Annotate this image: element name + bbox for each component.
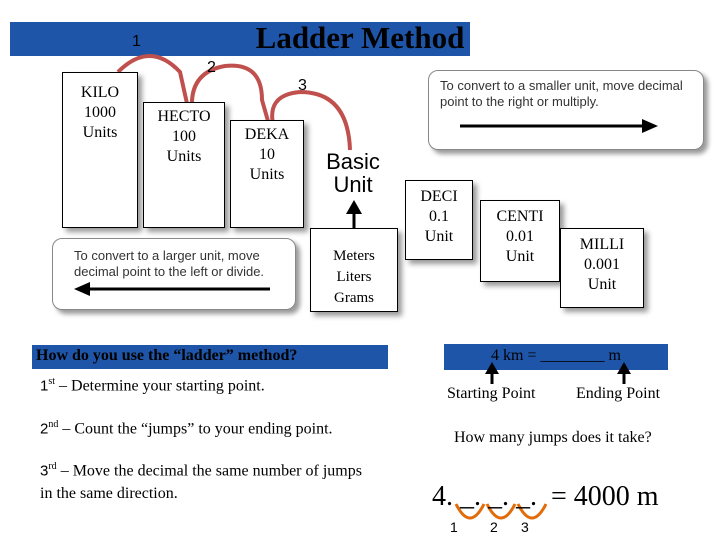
- arc-hecto-to-deka: [189, 63, 272, 129]
- instruction-1-suffix: st: [48, 376, 56, 387]
- kilo-value: 1000: [84, 104, 116, 121]
- question-bar: [32, 345, 388, 369]
- starting-point-label: Starting Point: [447, 385, 536, 402]
- milli-unit: Unit: [587, 276, 617, 293]
- instruction-3-text: – Move the decimal the same number of ju…: [40, 462, 362, 502]
- deka-name: DEKA: [244, 126, 290, 143]
- basic-unit-line1: Basic: [326, 149, 380, 174]
- arc-kilo-to-hecto: [116, 54, 190, 109]
- instruction-2: 2nd – Count the “jumps” to your ending p…: [40, 418, 380, 440]
- instruction-2-suffix: nd: [48, 419, 59, 430]
- basic-unit-label: Basic Unit: [314, 150, 392, 196]
- step-hecto: HECTO 100 Units: [143, 102, 225, 228]
- basic-unit-box: [310, 228, 398, 312]
- centi-value: 0.01: [505, 228, 534, 245]
- note-smaller-text: To convert to a smaller unit, move decim…: [440, 78, 683, 109]
- answer-jump-number-2: 2: [490, 519, 498, 535]
- instruction-3-ordinal: 3: [40, 462, 49, 480]
- step-centi: CENTI 0.01 Unit: [480, 200, 560, 282]
- instruction-3: 3rd – Move the decimal the same number o…: [40, 460, 370, 505]
- question-text: How do you use the “ladder” method?: [36, 347, 298, 364]
- answer-jump-number-1: 1: [450, 519, 458, 535]
- step-kilo: KILO 1000 Units: [62, 72, 138, 228]
- answer-jump-3: [516, 503, 548, 520]
- milli-value: 0.001: [584, 256, 620, 273]
- note-larger-text: To convert to a larger unit, move decima…: [74, 248, 265, 279]
- basic-examples: Meters Liters Grams: [310, 246, 398, 309]
- example-liters: Liters: [336, 269, 372, 285]
- centi-unit: Unit: [505, 248, 535, 265]
- arc-deka-to-basic: [270, 89, 352, 151]
- example-grams: Grams: [334, 290, 374, 306]
- answer-jump-1: [454, 503, 486, 520]
- hecto-value: 100: [171, 128, 196, 145]
- instruction-2-ordinal: 2: [40, 420, 49, 438]
- example-problem-bar: [444, 344, 668, 370]
- deci-value: 0.1: [428, 208, 449, 225]
- page-title: Ladder Method: [255, 20, 465, 55]
- instruction-3-suffix: rd: [48, 461, 57, 472]
- answer-jump-2: [485, 503, 517, 520]
- step-deci: DECI 0.1 Unit: [405, 180, 473, 260]
- step-deka: DEKA 10 Units: [230, 120, 304, 228]
- basic-unit-line2: Unit: [333, 172, 373, 198]
- arrow-left-icon: [74, 282, 270, 296]
- instruction-1-ordinal: 1: [40, 377, 49, 395]
- example-problem: 4 km = ________ m: [491, 347, 621, 364]
- jump-label-2: 2: [207, 59, 216, 76]
- jumps-question: How many jumps does it take?: [454, 429, 652, 446]
- note-larger-unit: [52, 238, 296, 310]
- title-bar: [10, 22, 470, 56]
- instruction-1: 1st – Determine your starting point.: [40, 375, 380, 397]
- instruction-1-text: – Determine your starting point.: [55, 377, 265, 395]
- deci-name: DECI: [420, 188, 458, 205]
- step-milli: MILLI 0.001 Unit: [560, 228, 644, 308]
- jump-label-1: 1: [132, 33, 141, 50]
- hecto-unit: Units: [166, 148, 202, 165]
- ending-point-label: Ending Point: [576, 385, 661, 402]
- kilo-name: KILO: [80, 84, 120, 101]
- end-arrow-head: [617, 362, 631, 374]
- deka-value: 10: [259, 146, 275, 163]
- arrow-up-head: [346, 200, 362, 214]
- milli-name: MILLI: [579, 236, 625, 253]
- deka-unit: Units: [249, 166, 285, 183]
- deci-unit: Unit: [424, 228, 454, 245]
- answer-jump-number-3: 3: [521, 519, 529, 535]
- centi-name: CENTI: [496, 208, 544, 225]
- example-meters: Meters: [333, 248, 375, 264]
- instruction-2-text: – Count the “jumps” to your ending point…: [58, 420, 333, 438]
- jump-label-3: 3: [298, 77, 307, 94]
- hecto-name: HECTO: [157, 108, 211, 125]
- arrow-right-icon: [460, 119, 658, 133]
- example-answer: 4. _. _. _. = 4000 m: [432, 481, 659, 512]
- kilo-unit: Units: [82, 124, 118, 141]
- start-arrow-head: [485, 362, 499, 374]
- note-smaller-unit: [428, 70, 704, 150]
